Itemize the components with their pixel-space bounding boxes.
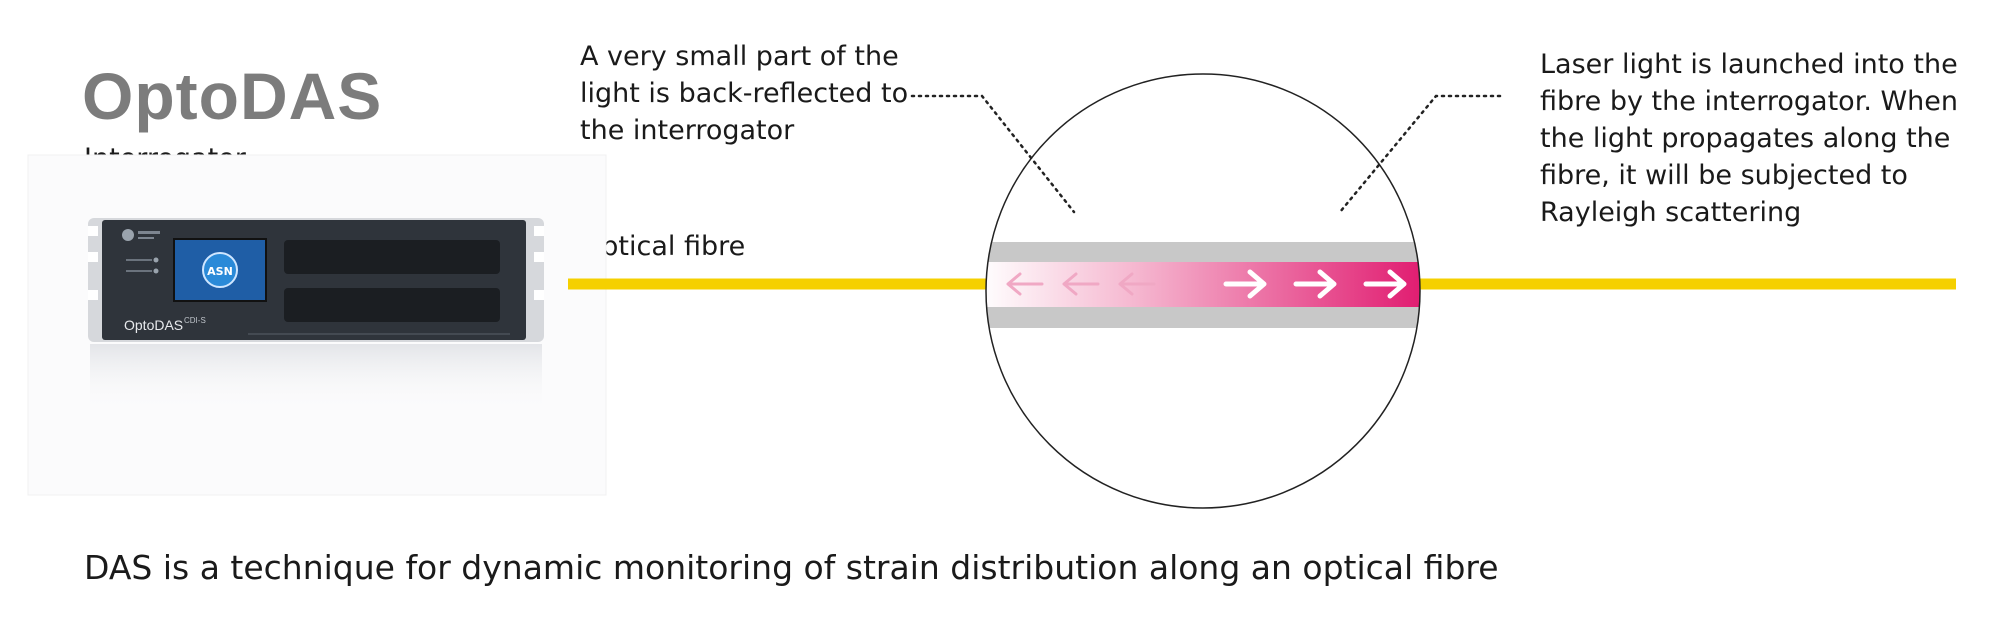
brand-text-line <box>138 237 154 239</box>
diagram-caption: DAS is a technique for dynamic monitorin… <box>84 548 1499 587</box>
rack-hole <box>88 226 98 236</box>
backscatter-arrow-icon <box>1006 272 1044 296</box>
screen-globe-icon <box>202 252 238 288</box>
vent-grille-bottom <box>284 288 500 322</box>
magnified-fibre <box>986 242 1420 328</box>
brand-text-line <box>138 231 160 234</box>
forward-arrow-icon <box>1363 269 1407 299</box>
optical-fibre-label: Optical fibre <box>580 231 746 262</box>
rack-hole <box>534 226 544 236</box>
vent-grille-top <box>284 240 500 274</box>
optodas-logo: OptoDAS <box>82 59 383 133</box>
device-model-label: OptoDAS <box>124 317 183 333</box>
rayleigh-annotation: Laser light is launched into the fibre b… <box>1540 49 1959 228</box>
light-pulse <box>986 262 1420 307</box>
interrogator-device: ASN OptoDAS CDI-S <box>88 218 544 342</box>
magnifier-circle <box>985 73 1421 509</box>
rack-hole <box>88 290 98 300</box>
device-reflection <box>90 344 542 416</box>
status-led-icon <box>153 257 159 263</box>
rack-hole <box>534 252 544 262</box>
right-leader-line <box>1338 94 1502 214</box>
backscatter-arrow-icon <box>1062 272 1100 296</box>
status-label-line <box>126 259 152 261</box>
backscatter-annotation: A very small part of the light is back-r… <box>580 41 909 146</box>
status-label-line <box>126 270 152 272</box>
forward-arrow-icon <box>1223 269 1267 299</box>
forward-arrow-icon <box>1293 269 1337 299</box>
rack-hole <box>88 252 98 262</box>
device-model-suffix: CDI-S <box>184 316 206 325</box>
left-leader-line <box>910 94 1076 214</box>
status-led-icon <box>153 268 159 274</box>
rack-hole <box>534 290 544 300</box>
backscatter-arrow-icon <box>1118 272 1156 296</box>
brand-dot-icon <box>122 229 134 241</box>
screen-badge: ASN <box>207 265 233 278</box>
